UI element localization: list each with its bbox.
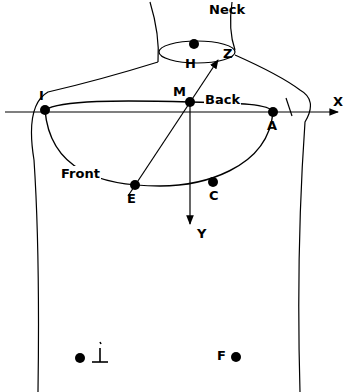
x-axis [5,111,338,112]
axes [5,60,338,224]
torso-right [235,55,310,392]
electrode-label: M [172,84,187,99]
electrode-label: A [266,118,278,133]
y-axis [189,104,190,224]
front-curve [45,110,273,186]
axis-label: Z [222,46,233,61]
axis-label: Y [196,226,207,241]
electrode-dot [185,97,195,107]
region-label: Neck [208,2,246,17]
electrodes [40,39,278,363]
electrode-label: F [216,348,227,363]
region-label: Back [204,92,241,107]
electrode-label: H [184,56,197,71]
electrode-loop [45,101,273,186]
electrode-label: I [38,88,45,103]
electrode-dot [75,353,85,363]
electrode-label: C [208,188,220,203]
ground-symbol [92,342,108,362]
electrode-dot [189,39,199,49]
electrode-dot [231,352,241,362]
electrode-dot [208,177,218,187]
electrode-label: E [126,191,137,206]
arm-line [286,98,292,116]
electrode-dot [130,180,140,190]
axis-label: X [332,94,344,109]
electrode-dot [268,107,278,117]
z-axis [128,60,218,196]
region-label: Front [60,166,101,181]
body-outline [31,2,310,392]
electrode-dot [40,105,50,115]
neck-outline [150,2,158,62]
